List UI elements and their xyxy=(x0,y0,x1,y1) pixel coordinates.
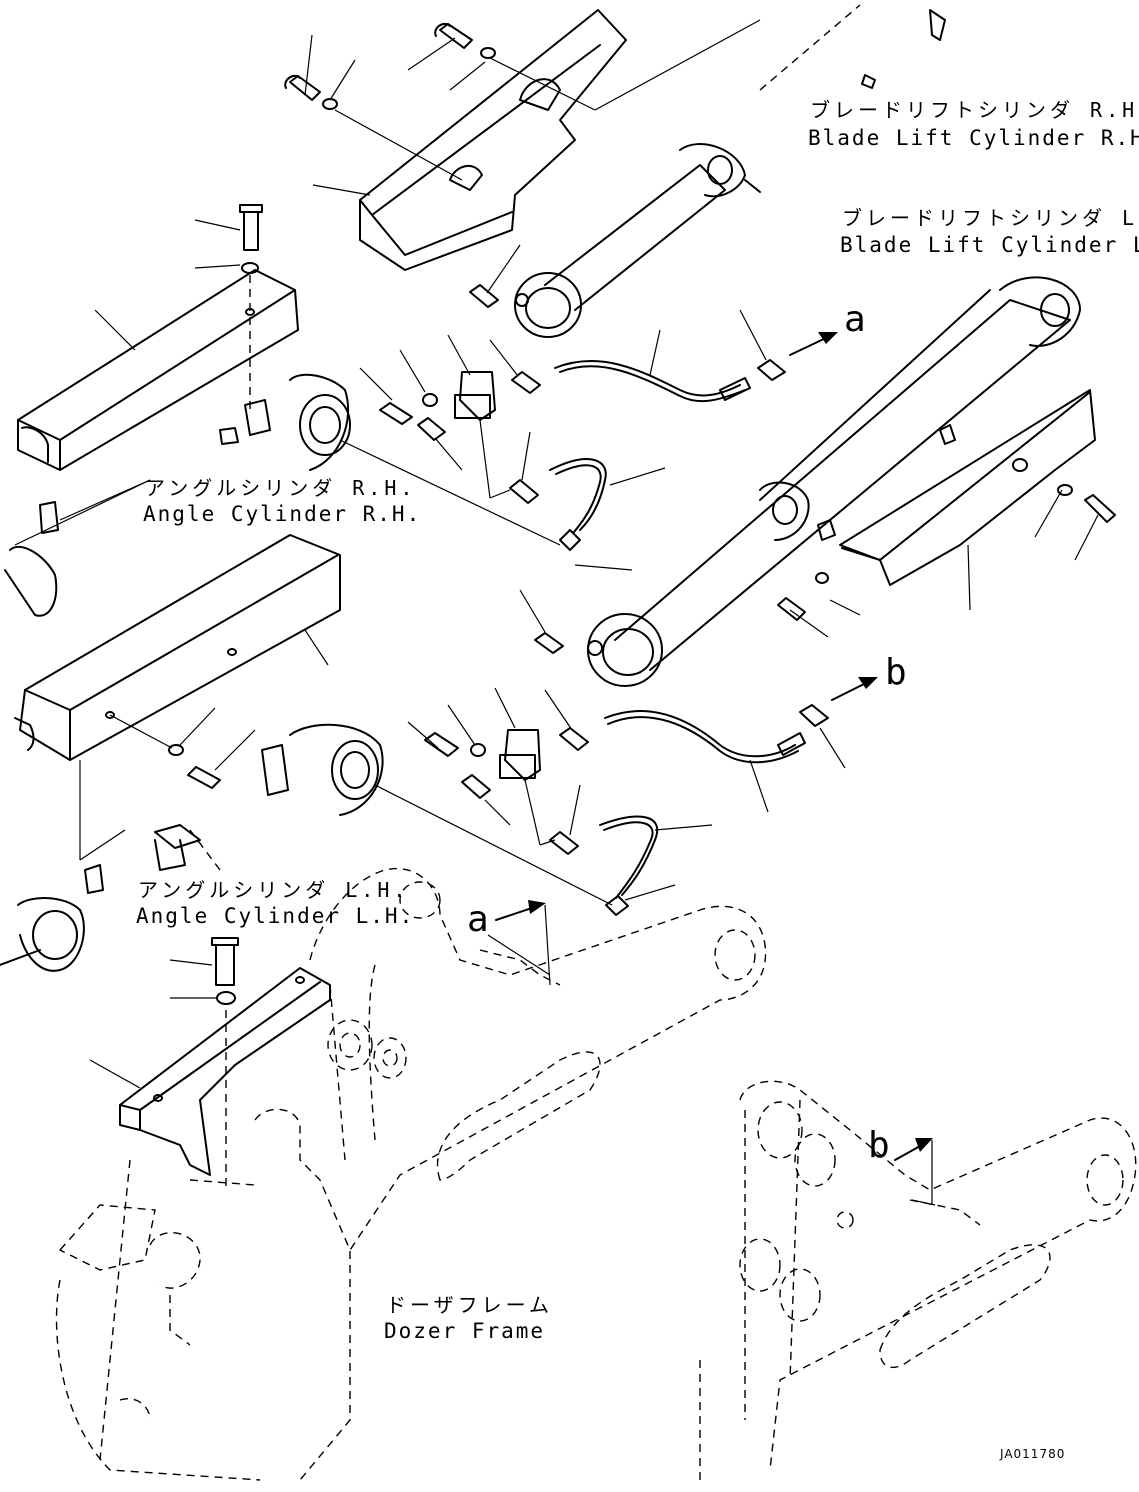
blade-lift-cylinder-lh-en-label: Blade Lift Cylinder L.H. xyxy=(840,233,1139,257)
hose-to-b xyxy=(604,677,878,813)
dozer-frame-en-label: Dozer Frame xyxy=(384,1319,546,1343)
drawing-id: JA011780 xyxy=(1000,1447,1066,1461)
dozer-frame-jp-label: ドーザフレーム xyxy=(386,1293,553,1317)
lower-short-hose xyxy=(599,815,713,916)
dozer-frame-drawing xyxy=(55,867,767,1481)
callout-b-frame: b xyxy=(868,1125,890,1166)
blade-lift-cylinder-rh-jp-label: ブレードリフトシリンダ R.H. xyxy=(810,98,1139,122)
angle-lh-box-cover xyxy=(14,534,341,861)
hose-to-a xyxy=(554,309,838,403)
lower-bracket xyxy=(89,937,331,1190)
upper-short-hose xyxy=(549,458,666,571)
top-cover-bolts xyxy=(284,22,496,110)
callout-a-frame: a xyxy=(467,899,489,940)
top-cover-leaders xyxy=(304,4,861,196)
blade-lift-cylinder-lh-drawing xyxy=(587,276,1081,687)
frame-arrow-b xyxy=(894,1138,936,1206)
blade-lift-cylinder-rh-drawing xyxy=(514,9,946,338)
callout-a-top: a xyxy=(844,299,866,340)
angle-rh-box-cover xyxy=(17,204,299,471)
blade-lift-cylinder-rh-en-label: Blade Lift Cylinder R.H. xyxy=(808,126,1139,150)
angle-cylinder-lh-jp-label: アングルシリンダ L.H. xyxy=(138,878,410,902)
angle-cylinder-rh-en-label: Angle Cylinder R.H. xyxy=(143,502,422,526)
frame-arrow-a xyxy=(487,900,551,986)
angle-cylinder-rh-drawing xyxy=(4,373,561,617)
callout-b-top: b xyxy=(885,652,907,693)
blade-lh-cover xyxy=(777,389,1116,638)
angle-cylinder-lh-drawing xyxy=(0,723,613,972)
angle-cylinder-lh-en-label: Angle Cylinder L.H. xyxy=(136,904,415,928)
angle-cylinder-rh-jp-label: アングルシリンダ R.H. xyxy=(145,476,417,500)
blade-lift-cylinder-lh-jp-label: ブレードリフトシリンダ L.H. xyxy=(842,206,1139,230)
lower-fittings xyxy=(407,589,589,855)
upper-fittings xyxy=(359,244,541,504)
